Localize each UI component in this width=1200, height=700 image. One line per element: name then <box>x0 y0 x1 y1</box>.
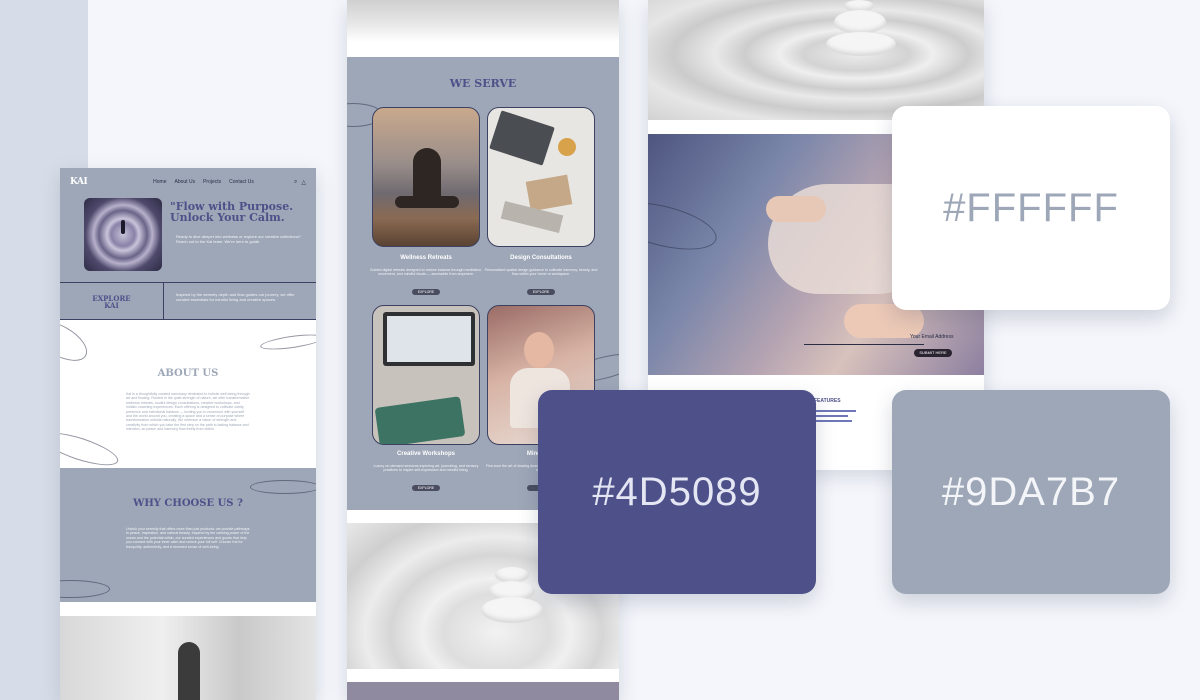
stone <box>489 581 535 601</box>
meditation-photo-top <box>347 0 619 42</box>
features-title: FEATURES <box>814 398 841 404</box>
color-swatch-white: #FFFFFF <box>892 106 1170 310</box>
card-title-retreats: Wellness Retreats <box>400 255 452 261</box>
card-desc-design: Personalized spatial design guidance to … <box>484 268 598 277</box>
card-title-design: Design Consultations <box>510 255 572 261</box>
stone <box>826 32 896 56</box>
about-title: ABOUT US <box>157 368 219 379</box>
photo-strip <box>347 682 619 700</box>
why-choose-section: WHY CHOOSE US ? Unlock your serenity tha… <box>60 468 316 602</box>
nav-link-projects[interactable]: Projects <box>203 179 222 185</box>
hero-section: "Flow with Purpose. Unlock Your Calm. Re… <box>60 196 316 282</box>
nav-link-about[interactable]: About Us <box>174 179 196 185</box>
feature-link[interactable] <box>816 420 852 422</box>
user-icon[interactable]: △ <box>301 179 306 186</box>
stone <box>834 10 886 34</box>
nav-link-home[interactable]: Home <box>153 179 167 185</box>
decorative-scribble <box>250 480 316 494</box>
explore-button[interactable]: EXPLORE <box>527 289 555 295</box>
card-desc-retreats: Guided digital retreats designed to rest… <box>369 268 483 277</box>
why-title: WHY CHOOSE US ? <box>133 498 243 509</box>
color-swatch-indigo: #4D5089 <box>538 390 816 594</box>
zen-stones-photo <box>347 523 619 669</box>
hero-title: "Flow with Purpose. Unlock Your Calm. <box>170 200 294 224</box>
decorative-scribble <box>259 331 316 353</box>
feature-link[interactable] <box>816 410 856 412</box>
stone <box>481 597 543 623</box>
about-text: Kai is a thoughtfully curated sanctuary … <box>126 392 250 432</box>
hero-subtitle: Ready to dive deeper into wellness or ex… <box>176 234 301 244</box>
explore-button[interactable]: EXPLORE <box>412 289 440 295</box>
why-text: Unlock your serenity that offers more th… <box>126 527 250 549</box>
decorative-scribble <box>60 313 94 369</box>
decorative-scribble <box>648 193 722 259</box>
homepage-mockup: KAI Home About Us Projects Contact Us ⌕ … <box>60 168 316 700</box>
explore-kai-label[interactable]: EXPLORE KAI <box>60 283 164 320</box>
services-mockup: WE SERVE Wellness Retreats Guided digita… <box>347 0 619 700</box>
color-swatch-slate: #9DA7B7 <box>892 390 1170 594</box>
card-image-workshops[interactable] <box>372 305 480 445</box>
zen-stones-photo <box>648 0 984 120</box>
meditation-photo <box>60 616 316 700</box>
nav-links: Home About Us Projects Contact Us <box>153 179 254 185</box>
site-logo[interactable]: KAI <box>70 177 88 187</box>
navbar: KAI Home About Us Projects Contact Us ⌕ … <box>60 168 316 196</box>
hero-image <box>84 198 162 271</box>
feature-link[interactable] <box>816 415 848 417</box>
stone <box>495 567 529 583</box>
card-title-workshops: Creative Workshops <box>397 451 455 457</box>
we-serve-title: WE SERVE <box>449 77 517 90</box>
card-image-design[interactable] <box>487 107 595 247</box>
about-section: ABOUT US Kai is a thoughtfully curated s… <box>60 313 316 472</box>
email-label: Your Email Address <box>910 334 954 340</box>
search-icon[interactable]: ⌕ <box>294 178 298 185</box>
nav-icon-group: ⌕ △ <box>294 179 306 186</box>
stone <box>844 0 874 12</box>
explore-button[interactable]: EXPLORE <box>412 485 440 491</box>
nav-link-contact[interactable]: Contact Us <box>229 179 254 185</box>
card-desc-workshops: Luxury on-demand sessions exploring art,… <box>373 464 479 473</box>
explore-band: EXPLORE KAI Inspired by the serenity dep… <box>60 282 316 320</box>
submit-button[interactable]: SUBMIT HERE <box>914 349 952 357</box>
email-input[interactable] <box>804 344 924 345</box>
decorative-scribble <box>60 426 122 472</box>
card-image-retreats[interactable] <box>372 107 480 247</box>
explore-text: Inspired by the serenity depth and flow … <box>176 292 295 302</box>
decorative-scribble <box>60 580 110 598</box>
